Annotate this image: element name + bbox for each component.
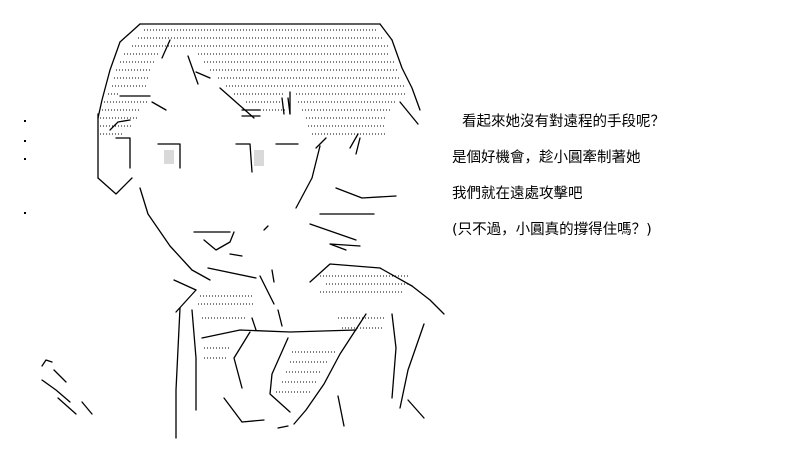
dialogue-line-2: 是個好機會，趁小圓牽制著她 <box>452 150 641 166</box>
hair-outline <box>97 23 421 125</box>
dialogue-text: 看起來她沒有對遠程的手段呢？ 是個好機會，趁小圓牽制著她 我們就在遠處攻擊吧 (… <box>452 104 792 248</box>
ascii-art-character <box>24 23 445 439</box>
eyes <box>109 97 359 173</box>
hair-fill-texture <box>100 29 406 135</box>
mouth <box>193 225 269 257</box>
body-outline <box>175 307 425 439</box>
hand <box>41 359 93 415</box>
neck-and-collar <box>173 263 445 315</box>
dialogue-line-1: 看起來她沒有對遠程的手段呢？ <box>462 114 665 130</box>
face-outline <box>97 113 397 281</box>
dialogue-line-4: (只不過，小圓真的撐得住嗎？) <box>452 222 652 238</box>
dialogue-line-3: 我們就在遠處攻擊吧 <box>452 186 583 202</box>
side-marks <box>24 120 26 214</box>
